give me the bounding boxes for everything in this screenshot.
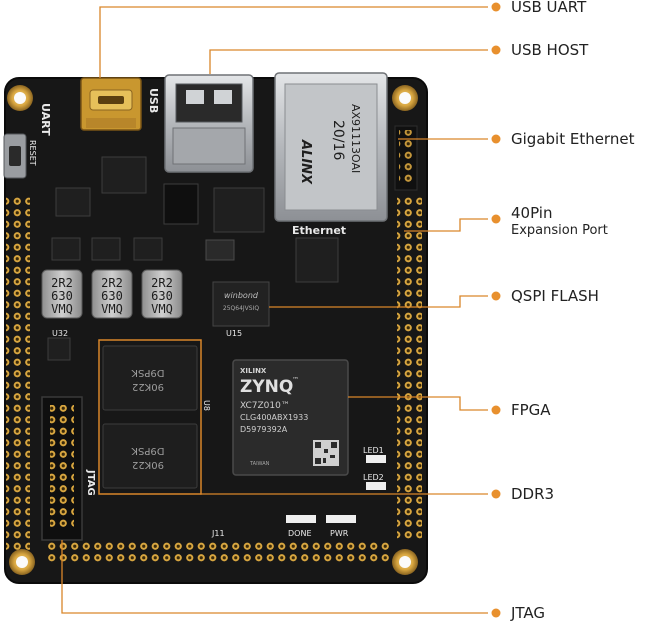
leader-fpga <box>348 396 488 411</box>
inductor-2-l2: 630 <box>101 289 123 303</box>
callout-expansion: 40Pin Expansion Port <box>511 204 608 240</box>
fpga-family: ZYNQ <box>240 377 293 397</box>
done-silk: DONE <box>288 529 312 538</box>
ddr3-chip-2 <box>102 423 198 489</box>
leader-dot <box>491 2 501 12</box>
ddr3-2-code: D9PSK <box>131 445 164 456</box>
inductor-1-l2: 630 <box>51 289 73 303</box>
rj45-part: AX91113OAI <box>349 104 362 173</box>
leader-jtag <box>61 540 488 614</box>
leader-usb-uart <box>99 6 488 78</box>
ddr3-highlight-box <box>98 339 202 495</box>
callout-ddr3: DDR3 <box>511 485 555 503</box>
j11-silk: J11 <box>211 529 225 538</box>
u8-silk: U8 <box>202 400 211 411</box>
rj45-brand: ALINX <box>298 139 313 185</box>
leader-expansion <box>404 218 488 232</box>
usb-silk: USB <box>147 88 160 113</box>
leader-dot <box>491 608 501 618</box>
leader-dot <box>491 291 501 301</box>
rj45-connector <box>274 72 388 222</box>
bottom-pin-header <box>44 541 390 565</box>
ddr3-1-mark: 90K22 <box>132 381 164 392</box>
inductor-2-l3: VMQ <box>101 302 123 316</box>
ethernet-silk: Ethernet <box>292 224 346 237</box>
leader-dot <box>491 134 501 144</box>
callout-qspi: QSPI FLASH <box>511 287 599 305</box>
callout-jtag: JTAG <box>511 604 546 622</box>
fpga-qr-code <box>313 440 339 466</box>
inductor-2-l1: 2R2 <box>101 276 123 290</box>
rj45-code: 20/16 <box>330 120 346 160</box>
callout-usb-host: USB HOST <box>511 41 589 59</box>
leader-dot <box>491 214 501 224</box>
left-pin-header <box>6 196 30 552</box>
fpga-tm: ™ <box>292 376 299 384</box>
callout-fpga: FPGA <box>511 401 551 419</box>
small-ics <box>47 156 339 361</box>
fpga-lot: D5979392A <box>240 425 288 434</box>
fpga-part: XC7Z010™ <box>240 401 290 411</box>
leader-dot <box>491 405 501 415</box>
led1-silk: LED1 <box>363 446 384 455</box>
qspi-flash-chip <box>212 281 270 327</box>
fpga-brand: XILINX <box>240 367 267 375</box>
reset-silk: RESET <box>28 140 37 166</box>
mounting-holes <box>7 85 418 575</box>
callout-expansion-title: 40Pin <box>511 204 553 222</box>
expansion-pin-header <box>397 196 422 541</box>
leader-usb-host <box>209 49 488 74</box>
ddr3-chip-1 <box>102 345 198 411</box>
ddr3-2-mark: 90K22 <box>132 459 164 470</box>
flash-brand: winbond <box>224 291 259 300</box>
inductor-3-l1: 2R2 <box>151 276 173 290</box>
inductors <box>41 269 183 319</box>
callout-usb-uart: USB UART <box>511 0 587 16</box>
inductor-1-l1: 2R2 <box>51 276 73 290</box>
pwr-led <box>326 515 356 523</box>
u32-silk: U32 <box>52 329 68 338</box>
led1-indicator <box>366 455 386 463</box>
inductor-3-l3: VMQ <box>151 302 173 316</box>
usb-host-connector <box>164 74 254 173</box>
callout-ethernet: Gigabit Ethernet <box>511 130 635 148</box>
u15-silk: U15 <box>226 329 242 338</box>
ddr3-1-code: D9PSK <box>131 367 164 378</box>
flash-code: 25Q64JVSIQ <box>223 305 259 312</box>
leader-dot <box>491 489 501 499</box>
inductor-3-l2: 630 <box>151 289 173 303</box>
usb-uart-connector <box>80 77 142 131</box>
fpga-origin: TAIWAN <box>249 461 270 467</box>
led2-silk: LED2 <box>363 473 384 482</box>
leader-qspi <box>269 295 488 308</box>
pwr-silk: PWR <box>330 529 349 538</box>
leader-dots <box>491 2 501 618</box>
inductor-1-l3: VMQ <box>51 302 73 316</box>
leader-dot <box>491 45 501 55</box>
uart-silk: UART <box>39 103 52 136</box>
fpga-package: CLG400ABX1933 <box>240 413 308 422</box>
leader-lines <box>61 6 488 614</box>
led2-indicator <box>366 482 386 490</box>
callout-expansion-sub: Expansion Port <box>511 223 608 238</box>
jtag-silk: JTAG <box>85 469 96 496</box>
done-led <box>286 515 316 523</box>
